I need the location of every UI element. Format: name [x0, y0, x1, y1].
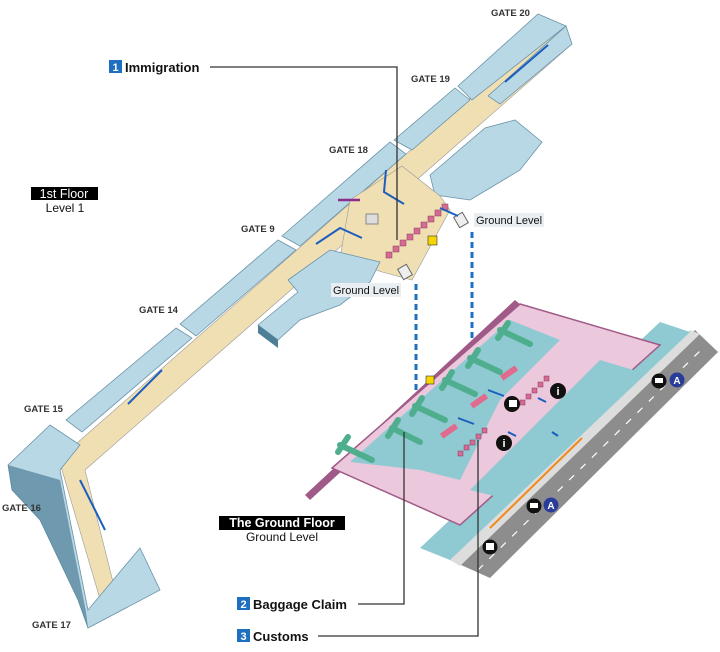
svg-text:2: 2 — [240, 599, 246, 611]
gate-building-19 — [393, 87, 471, 151]
gate-building-18 — [281, 141, 407, 247]
central-block-18 — [429, 119, 543, 201]
svg-text:Customs: Customs — [253, 629, 309, 644]
callout-customs: 3 Customs — [237, 440, 479, 644]
ground-level-tag — [331, 283, 401, 297]
taxi-stand-a-icon: A — [669, 372, 685, 388]
svg-text:Immigration: Immigration — [125, 60, 199, 75]
first-floor-plan — [7, 13, 573, 629]
terminal-floor — [330, 303, 662, 526]
ground-floor-title: The Ground Floor — [229, 516, 335, 530]
baggage-carousels — [335, 320, 533, 463]
building-shadow — [8, 465, 88, 628]
taxi-route-arrow — [489, 437, 583, 529]
svg-text:Baggage Claim: Baggage Claim — [253, 597, 347, 612]
info-icon: i — [550, 383, 566, 399]
info-icon: i — [496, 435, 512, 451]
central-block-9-side — [258, 325, 278, 348]
callout-baggage-claim: 2 Baggage Claim — [237, 432, 405, 612]
gate-label-16: GATE 16 — [2, 503, 41, 514]
svg-text:i: i — [556, 386, 559, 398]
gate-label-17: GATE 17 — [32, 620, 71, 631]
right-wing-20 — [487, 25, 573, 105]
floor-title-bg — [31, 187, 98, 200]
gate-label-14: GATE 14 — [139, 305, 179, 316]
ground-level-label: Ground Level — [333, 285, 399, 297]
baggage-carts — [439, 365, 519, 439]
baggage-service-icon — [504, 396, 520, 412]
gate-label-18: GATE 18 — [329, 145, 368, 156]
svg-text:A: A — [547, 501, 554, 512]
central-block-9 — [257, 249, 381, 341]
ground-level-tag — [474, 213, 544, 227]
gate-building-14 — [65, 327, 193, 433]
customs-booths — [457, 375, 550, 457]
first-floor-subtitle: Level 1 — [46, 201, 85, 215]
ground-level-label: Ground Level — [476, 215, 542, 227]
gate-building-20 — [457, 13, 567, 101]
gate-label-9: GATE 9 — [241, 224, 275, 235]
elevator-icon — [425, 375, 435, 385]
taxi-stand-a-icon: A — [543, 497, 559, 513]
elevator-icon — [427, 235, 438, 246]
gate-building-9 — [179, 239, 297, 337]
taxi-icon — [651, 373, 667, 389]
taxi-icon — [526, 498, 542, 514]
lane-markings — [477, 345, 706, 571]
callout-immigration: 1 Immigration — [109, 60, 398, 240]
svg-text:1: 1 — [112, 62, 118, 74]
stairs-icon — [396, 263, 414, 281]
ground-arrows — [457, 389, 559, 437]
first-floor-title: 1st Floor — [40, 187, 89, 201]
kiosk — [365, 213, 379, 225]
ground-floor-plan: i i A A — [305, 300, 718, 578]
floor-title-bg — [219, 516, 345, 530]
immigration-booths — [385, 203, 449, 259]
svg-text:i: i — [502, 438, 505, 450]
road — [450, 330, 718, 578]
svg-text:A: A — [673, 376, 680, 387]
svg-text:3: 3 — [240, 631, 246, 643]
gate-label-20: GATE 20 — [491, 8, 530, 19]
ground-floor-subtitle: Ground Level — [246, 530, 318, 544]
gate-label-15: GATE 15 — [24, 404, 64, 415]
arrival-lobby — [470, 360, 640, 500]
bus-icon — [482, 539, 498, 555]
gate-building-15-16 — [7, 424, 161, 629]
gate-label-19: GATE 19 — [411, 74, 450, 85]
baggage-hall — [350, 320, 560, 480]
